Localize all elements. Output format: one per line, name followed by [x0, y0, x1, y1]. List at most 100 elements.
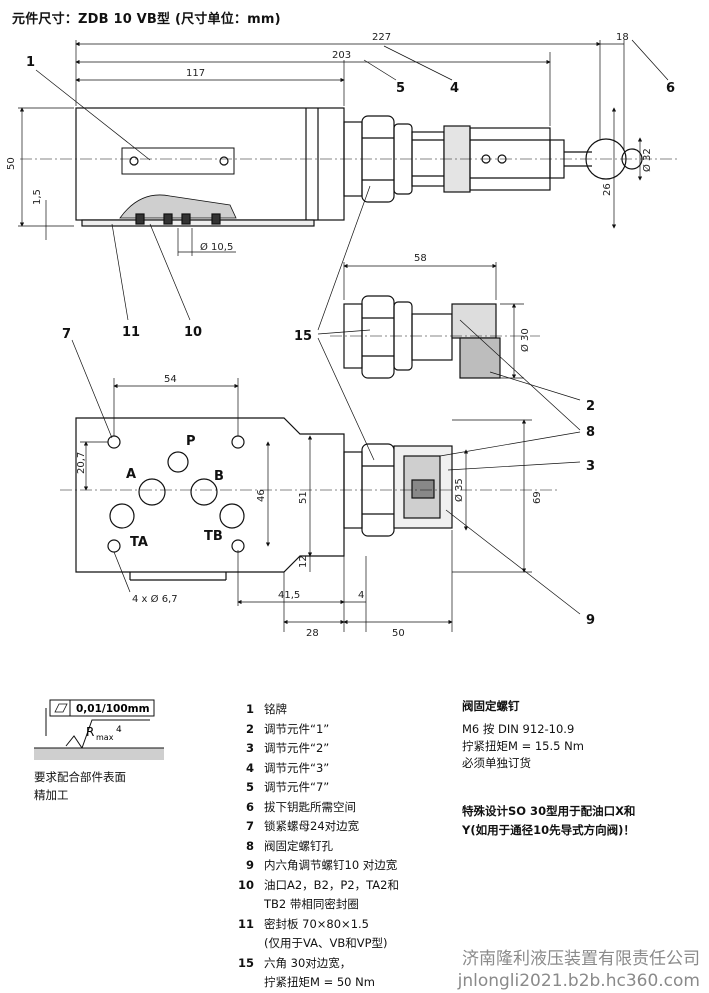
roughness-superscript: 4: [116, 725, 122, 735]
port-tb: [219, 503, 245, 529]
top-view-dimension-labels: 227 203 117 18 50 1,5 Ø 10,5 Ø 32 26: [6, 32, 653, 253]
special-design-note: 特殊设计SO 30型用于配油口X和 Y(如用于通径10先导式方向阀)！: [462, 802, 635, 840]
legend-text: 铭牌: [264, 702, 287, 716]
roughness-symbol: R: [86, 725, 94, 739]
legend-text: 拧紧扭矩M = 50 Nm: [264, 975, 375, 989]
legend-num: 3: [245, 741, 254, 755]
legend-item: 2 调节元件“1”: [232, 720, 399, 740]
flatness-icon: [54, 703, 68, 713]
legend-num: 1: [245, 702, 254, 716]
dim-50: 50: [6, 157, 17, 170]
legend-num: 15: [237, 955, 254, 970]
callout-numbers: 1 5 4 6 11 10 15 7 2 8 3 9: [26, 55, 675, 628]
callout-2: 2: [586, 399, 595, 414]
legend-text: 调节元件“7”: [264, 780, 330, 794]
legend-num: 9: [245, 858, 254, 872]
watermark-url: jnlongli2021.b2b.hc360.com: [457, 971, 700, 991]
callout-5: 5: [396, 81, 405, 96]
callout-1: 1: [26, 55, 35, 70]
legend-num: [232, 934, 254, 954]
dim-18: 18: [616, 32, 629, 43]
dim-69: 69: [532, 491, 543, 504]
surface-finish-symbol: 0,01/100mm R max 4: [34, 699, 164, 760]
flatness-value: 0,01/100mm: [76, 703, 150, 715]
legend-text: 调节元件“3”: [264, 760, 330, 775]
legend-num: 7: [245, 819, 254, 833]
seal-plate: [81, 219, 315, 227]
legend-num: 5: [245, 780, 254, 794]
special-note-line-2: Y(如用于通径10先导式方向阀)！: [462, 823, 635, 837]
callout-10: 10: [184, 325, 202, 340]
dim-51: 51: [298, 491, 309, 504]
dim-35: Ø 35: [453, 478, 465, 502]
legend-item: 7 锁紧螺母24对边宽: [232, 817, 399, 837]
technical-drawing: 227 203 117 18 50 1,5 Ø 10,5 Ø 32 26 58 …: [6, 32, 680, 639]
fastener-spec: M6 按 DIN 912-10.9: [462, 722, 575, 736]
callout-6: 6: [666, 81, 675, 96]
callout-7: 7: [62, 327, 71, 342]
special-note-line-1: 特殊设计SO 30型用于配油口X和: [462, 804, 636, 818]
callout-15: 15: [294, 329, 312, 344]
port-p: [167, 451, 189, 473]
top-view-dimensions: [18, 40, 643, 256]
dim-20-7: 20,7: [76, 452, 87, 474]
fastener-order-note: 必须单独订货: [462, 756, 531, 770]
dim-203: 203: [332, 50, 351, 61]
dim-46: 46: [256, 489, 267, 502]
fastener-info: 阀固定螺钉 M6 按 DIN 912-10.9 拧紧扭矩M = 15.5 Nm …: [462, 698, 584, 772]
legend-num: 10: [237, 877, 254, 892]
fastener-torque: 拧紧扭矩M = 15.5 Nm: [462, 739, 584, 753]
legend-item: 10 油口A2，B2，P2，TA2和: [232, 876, 399, 896]
legend-text: 调节元件“2”: [264, 741, 330, 755]
legend-text: (仅用于VA、VB和VP型): [264, 936, 388, 950]
dim-117: 117: [186, 68, 205, 79]
callout-3: 3: [586, 459, 595, 474]
port-label-p: P: [186, 434, 196, 449]
legend-num: 6: [245, 799, 254, 814]
port-b: [190, 478, 218, 506]
page-title: 元件尺寸：ZDB 10 VB型 (尺寸单位：mm): [12, 12, 281, 27]
legend-num: 4: [245, 760, 254, 775]
dim-41-5: 41,5: [278, 590, 300, 601]
port-labels: P A B TA TB: [126, 434, 224, 550]
middle-view: [330, 295, 540, 379]
legend-text: 调节元件“1”: [264, 721, 330, 736]
watermark: 济南隆利液压装置有限责任公司 jnlongli2021.b2b.hc360.co…: [370, 948, 700, 992]
legend-num: [232, 895, 254, 915]
legend-text: 阀固定螺钉孔: [264, 838, 333, 853]
port-label-a: A: [126, 467, 136, 482]
dim-54: 54: [164, 374, 177, 385]
callout-9: 9: [586, 613, 595, 628]
legend-text: 油口A2，B2，P2，TA2和: [264, 877, 399, 892]
dim-26: 26: [602, 183, 613, 196]
top-view: [20, 107, 680, 227]
dim-50-b: 50: [392, 628, 405, 639]
legend-item: 1 铭牌: [232, 700, 399, 720]
callout-8: 8: [586, 425, 595, 440]
port-label-tb: TB: [204, 529, 223, 544]
dim-32: Ø 32: [641, 148, 653, 172]
legend-text: TB2 带相同密封圈: [264, 897, 359, 911]
dim-227: 227: [372, 32, 391, 43]
dim-4: 4: [358, 590, 364, 601]
surface-note: 要求配合部件表面 精加工: [34, 768, 126, 804]
dim-10-5: Ø 10,5: [200, 241, 233, 253]
callout-4: 4: [450, 81, 459, 96]
legend-num: 2: [245, 721, 254, 736]
dim-1-5: 1,5: [32, 189, 43, 205]
hex-nut-middle: [361, 295, 395, 379]
legend-text: 内六角调节螺钉10 对边宽: [264, 858, 398, 872]
port-label-ta: TA: [130, 535, 148, 550]
legend-item: 拧紧扭矩M = 50 Nm: [232, 973, 399, 993]
bottom-view-dimension-labels: 54 20,7 46 51 69 Ø 35 12 4 x Ø 6,7 41,5 …: [76, 374, 543, 639]
legend-text: 锁紧螺母24对边宽: [264, 819, 360, 833]
mount-hole: [107, 539, 121, 553]
legend-num: 8: [245, 838, 254, 853]
port-ta: [109, 503, 135, 529]
dim-30: Ø 30: [519, 328, 531, 352]
legend-num: [232, 973, 254, 993]
legend-item: 3 调节元件“2”: [232, 739, 399, 759]
